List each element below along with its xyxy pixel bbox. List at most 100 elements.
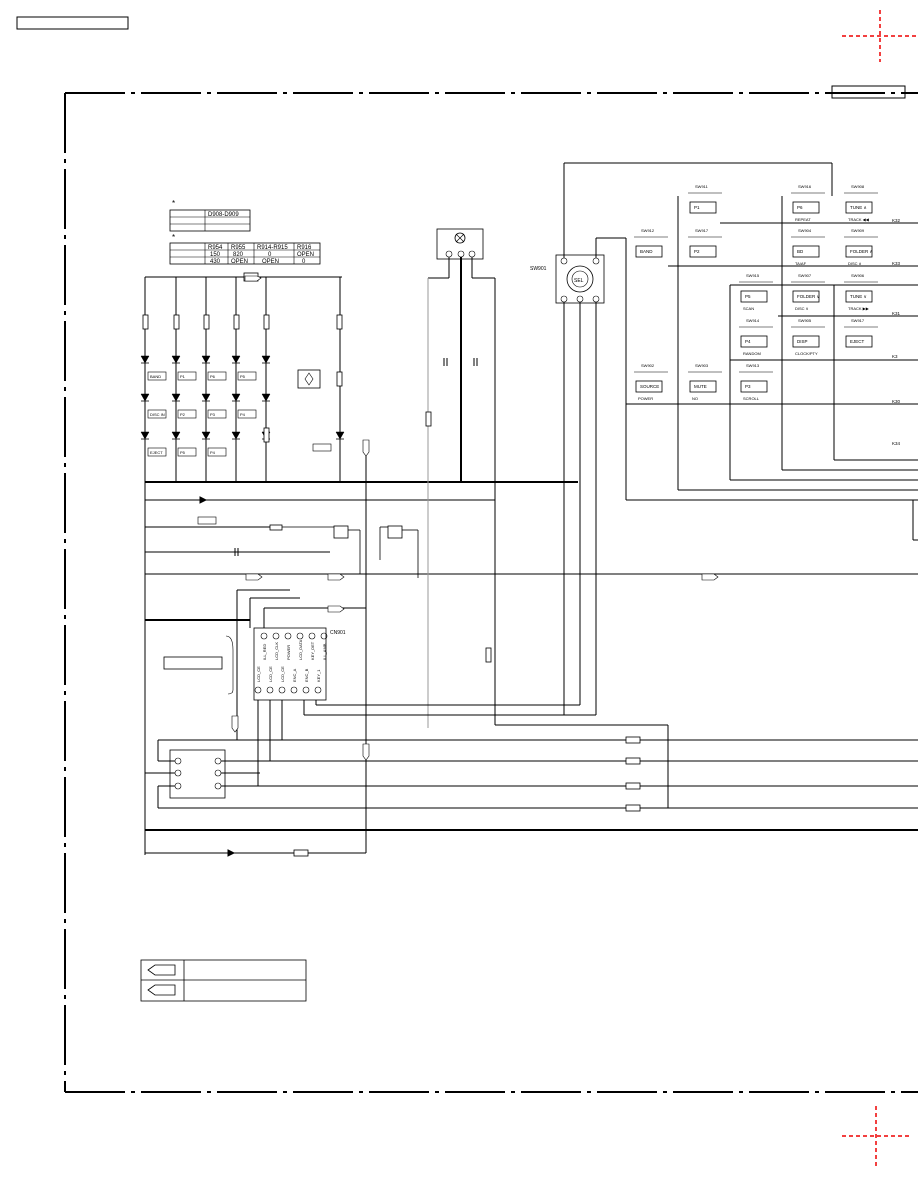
switch-caption: SCROLL — [743, 396, 760, 401]
led-label: DISC IN — [150, 412, 165, 417]
resistor-table-cell: 150 — [210, 252, 221, 258]
connector-pin — [296, 632, 304, 640]
led-diode — [140, 355, 150, 364]
switch-caption: DISC ∨ — [795, 306, 809, 311]
led-label: P3 — [210, 412, 216, 417]
switch-key-label: BAND — [640, 249, 653, 254]
indicator-diodes — [199, 496, 236, 857]
switch-ref: SW911 — [695, 184, 709, 189]
led-label: EJECT — [150, 450, 163, 455]
switch-ref: SW907 — [798, 273, 812, 278]
switch-ref: SW912 — [641, 228, 655, 233]
led-diode — [201, 393, 211, 402]
resistor-table-cell: 0 — [268, 252, 272, 258]
connector-pin-label: KEY_DET — [310, 641, 315, 660]
switch-ref: SW913 — [746, 363, 760, 368]
switch-ref: SW904 — [798, 228, 812, 233]
switch-matrix-wiring — [563, 162, 918, 715]
led-label: P5 — [240, 374, 246, 379]
resistor-table-cell: OPEN — [262, 259, 279, 265]
led-diode — [201, 431, 211, 440]
led-label-box — [207, 371, 227, 381]
resistor-table-col: R955 — [231, 245, 246, 251]
led-diode — [171, 355, 181, 364]
net-label: K31 — [892, 311, 901, 316]
component-table-col: D908-D909 — [208, 212, 239, 218]
led-diode — [201, 355, 211, 364]
led-label: BAND — [150, 374, 161, 379]
switch-key-label: P5 — [745, 294, 751, 299]
led-diode — [335, 431, 345, 440]
switch-keycap — [792, 201, 820, 214]
switch-key-label: TUNE ∧ — [850, 205, 868, 210]
signal-flag-icon — [147, 964, 176, 976]
switch-key-label: MUTE — [694, 384, 707, 389]
connector-pin-label: KEY_1 — [316, 669, 321, 682]
connector-pin — [314, 686, 322, 694]
resistor-table: * R954 R955 R914-R915 R916 150 820 0 OPE… — [169, 233, 321, 265]
led-array — [140, 355, 345, 440]
switch-keycap — [740, 290, 768, 303]
led-label: P2 — [180, 412, 186, 417]
switch-key-label: EJECT — [850, 339, 865, 344]
led-diode — [231, 355, 241, 364]
switch-key-label: TUNE ∨ — [850, 294, 868, 299]
switch-ref: SW914 — [746, 318, 760, 323]
led-label-box — [207, 409, 227, 419]
page-label-box — [16, 16, 129, 30]
rotary-encoder[interactable]: SEL SW901 — [530, 254, 605, 304]
encoder-label: SEL — [574, 278, 584, 284]
switch-ref: SW908 — [851, 184, 865, 189]
switch-caption: POWER — [638, 396, 653, 401]
connector-pin-label: ILL_AMB — [322, 643, 327, 660]
connector-pin-label: ILL_RED — [262, 644, 267, 660]
switch-caption: SCAN — [743, 306, 754, 311]
led-label-box — [237, 409, 257, 419]
switch-keycap — [792, 335, 820, 348]
switch-key-label: P4 — [745, 339, 751, 344]
switch-keycap — [845, 245, 873, 258]
switch-keycap — [845, 335, 873, 348]
resistor-table-cell: OPEN — [231, 259, 248, 265]
switch-key-label: DISP — [797, 339, 808, 344]
connector-pin — [260, 632, 268, 640]
switch-ref: SW917 — [695, 228, 709, 233]
switch-ref: SW909 — [851, 228, 865, 233]
switch-ref: SW917 — [851, 318, 865, 323]
led-label: P4 — [240, 412, 246, 417]
switch-key-label: P3 — [745, 384, 751, 389]
switch-keycap — [792, 245, 820, 258]
switch-ref: SW906 — [851, 273, 865, 278]
series-resistors — [269, 411, 641, 857]
led-label-box — [177, 371, 197, 381]
connector-pin-label: LCD_DATA — [298, 639, 303, 660]
resistor-table-cell: 0 — [302, 259, 306, 265]
transistors — [280, 525, 419, 578]
net-label: K34 — [892, 441, 901, 446]
led-label-box — [147, 371, 167, 381]
led-diode — [231, 393, 241, 402]
led-label-box — [177, 409, 197, 419]
connector-pin-label: LCD_CE — [280, 666, 285, 682]
switch-key-label: FOLDER ∧ — [850, 249, 874, 254]
connector-pin-label: ENC_B — [304, 668, 309, 682]
